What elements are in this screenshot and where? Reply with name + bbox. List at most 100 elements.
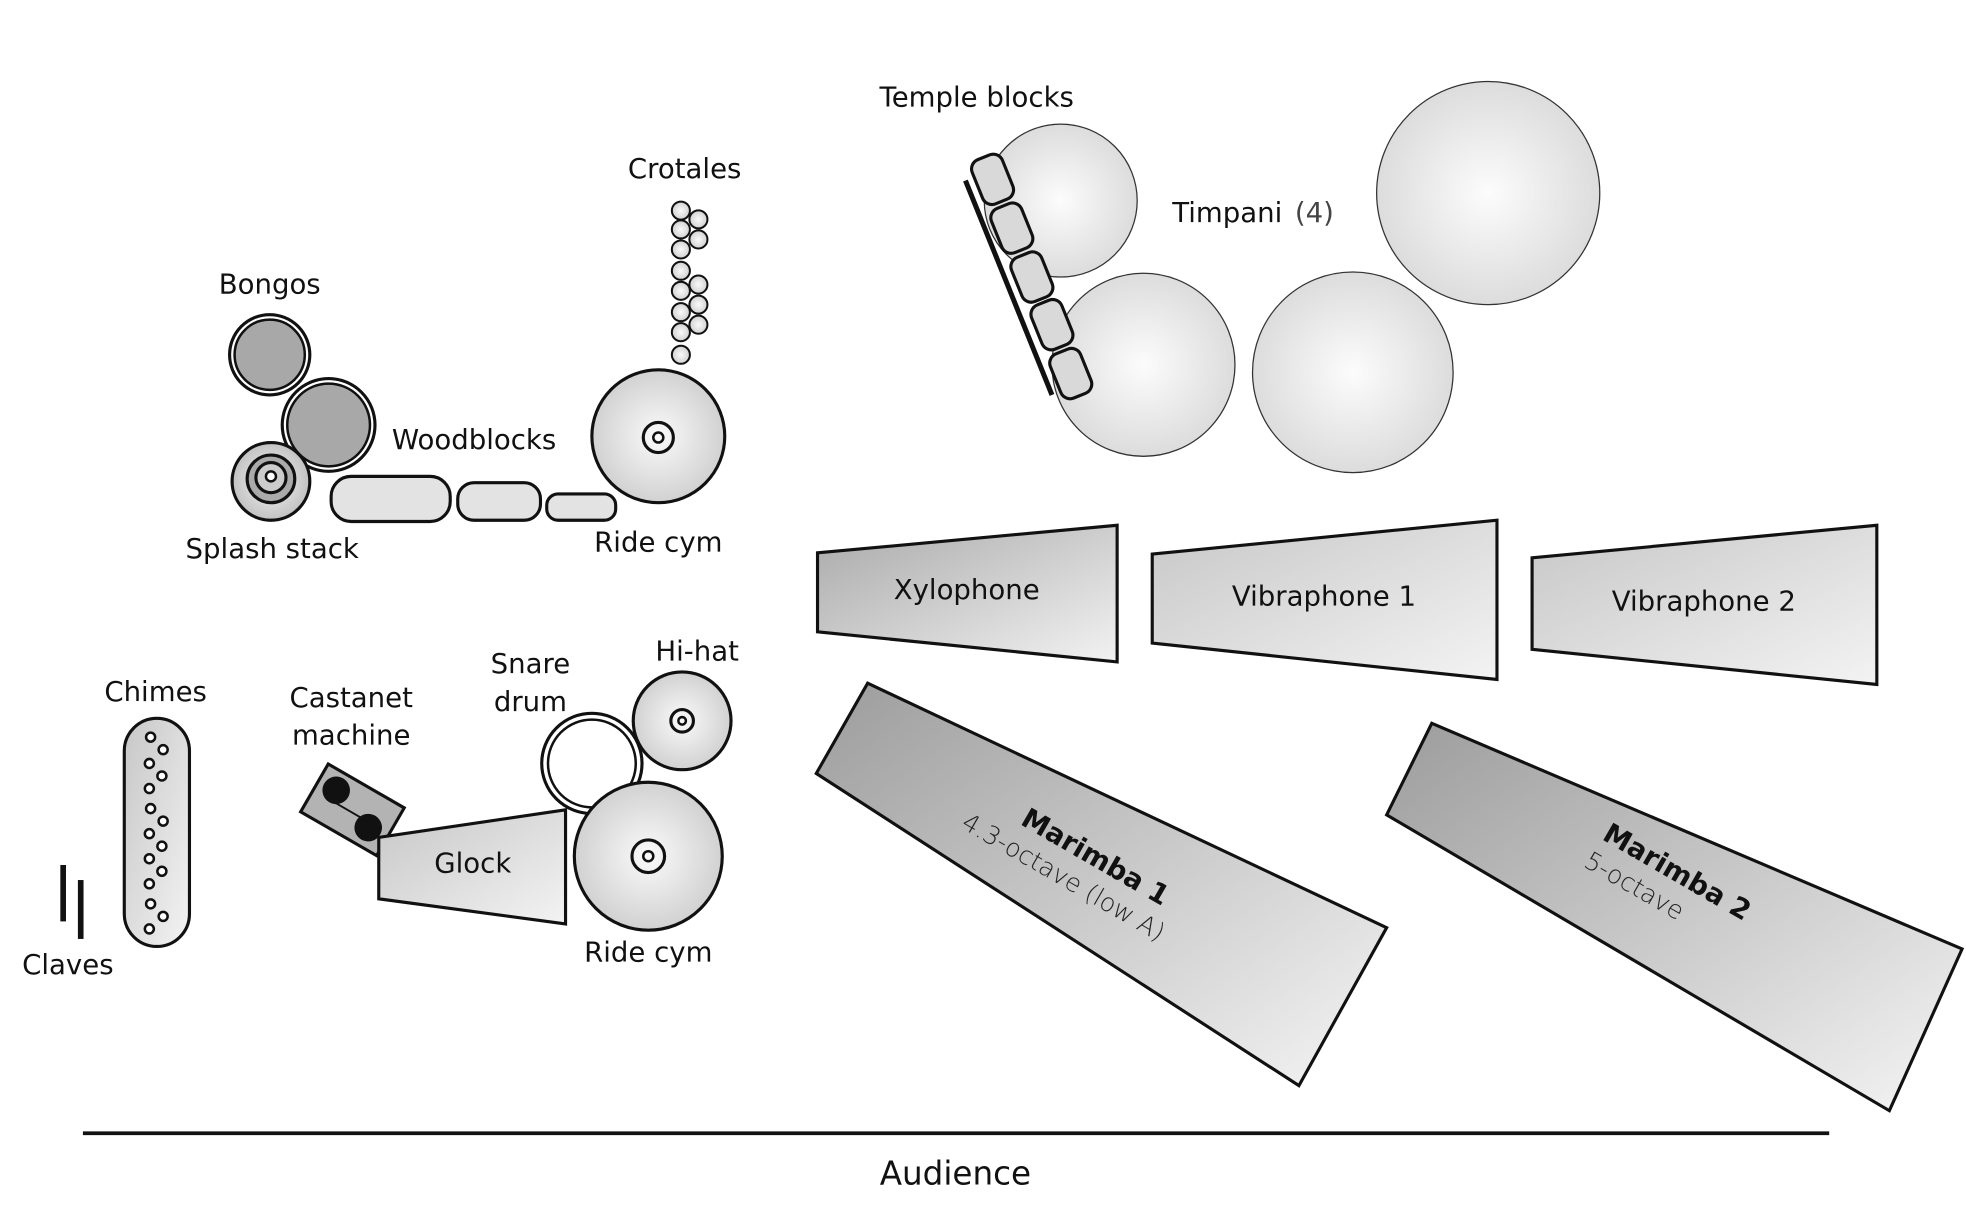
temple-block-2	[989, 201, 1035, 255]
timpano-3	[1251, 271, 1454, 474]
clave-2	[77, 880, 84, 939]
hi-hat-label: Hi-hat	[655, 635, 739, 668]
ride-cymbal-top-bell	[641, 420, 675, 455]
temple-blocks-label: Temple blocks	[879, 81, 1074, 114]
crotale	[670, 280, 691, 301]
crotale	[670, 219, 691, 240]
marimba-1-body	[814, 681, 1389, 1088]
vibraphone-2-label: Vibraphone 2	[1612, 585, 1796, 618]
chime-tube	[157, 815, 169, 827]
ride-cymbal-bottom-body	[572, 780, 724, 932]
crotale	[670, 260, 691, 281]
xylophone: Xylophone	[815, 523, 1119, 664]
chime-tube	[144, 731, 157, 743]
marimba-2-body	[1384, 721, 1965, 1113]
audience-label: Audience	[880, 1155, 1031, 1193]
crotale	[688, 294, 709, 315]
chime-tube	[156, 865, 168, 878]
chime-tube	[157, 743, 169, 756]
hi-hat-center	[677, 715, 688, 726]
chime-tube	[144, 898, 157, 910]
xylophone-body	[815, 523, 1119, 664]
temple-block-3	[1009, 250, 1055, 304]
ride-cymbal-bottom-bell	[630, 838, 667, 875]
castanet-machine	[298, 761, 407, 858]
bongos	[228, 313, 377, 473]
hi-hat	[631, 670, 733, 772]
splash-stack-label: Splash stack	[186, 532, 359, 565]
ride-cymbal-bottom	[572, 780, 724, 932]
woodblock-large	[329, 474, 452, 524]
crotale	[670, 239, 691, 260]
splash-center	[264, 470, 278, 483]
clave-1	[60, 864, 66, 922]
bongo-small-rim	[228, 313, 312, 397]
chime-tube	[156, 770, 168, 782]
ride-cymbal-bottom-label: Ride cym	[584, 936, 712, 969]
chimes-frame	[122, 716, 192, 949]
timpani-label: Timpani (4)	[1171, 196, 1334, 229]
vibraphone-1: Vibraphone 1	[1150, 518, 1499, 682]
splash-stack	[230, 440, 312, 522]
glock-body	[377, 808, 568, 926]
castanet-machine-label-line2: machine	[292, 719, 410, 752]
chime-tube	[157, 910, 169, 923]
snare-drum-label-line2: drum	[494, 685, 567, 718]
chimes	[122, 716, 192, 949]
crotale	[670, 302, 691, 323]
glock: Glock	[377, 808, 568, 926]
ride-cymbal-top	[590, 368, 727, 505]
chime-tubes	[143, 731, 169, 935]
timpani-name: Timpani	[1171, 196, 1282, 229]
glock-label: Glock	[434, 847, 511, 880]
chime-tube	[143, 782, 156, 795]
ride-cymbal-top-body	[590, 368, 727, 505]
vibraphone-2: Vibraphone 2	[1530, 523, 1879, 687]
hi-hat-bell	[669, 707, 695, 734]
crotale	[670, 200, 691, 221]
temple-blocks-stand	[963, 179, 1055, 396]
ride-cymbal-top-center	[652, 431, 665, 444]
castanet-2	[354, 813, 383, 842]
marimba-1: Marimba 1 4.3-octave (low A)	[814, 681, 1389, 1088]
ride-cymbal-bottom-center	[642, 849, 655, 863]
bongo-small	[233, 318, 307, 392]
vibraphone-1-label: Vibraphone 1	[1232, 579, 1416, 612]
crotale	[670, 322, 691, 343]
woodblock-small	[545, 492, 618, 522]
bongos-label: Bongos	[219, 267, 321, 300]
chime-tube	[143, 878, 156, 890]
vibraphone-1-body	[1150, 518, 1499, 682]
chime-tube	[143, 923, 156, 935]
crotales-label: Crotales	[628, 152, 742, 185]
marimba-2: Marimba 2 5-octave	[1384, 721, 1965, 1113]
temple-block-1	[969, 152, 1016, 207]
crotale	[670, 344, 691, 365]
bongo-large	[285, 382, 372, 468]
crotale	[688, 229, 709, 250]
castanet-machine-label-line1: Castanet	[289, 681, 413, 714]
temple-blocks	[963, 152, 1094, 401]
crotale	[688, 314, 709, 335]
crotales	[670, 200, 709, 365]
xylophone-label: Xylophone	[894, 573, 1040, 606]
ride-cymbal-top-label: Ride cym	[594, 526, 722, 559]
castanet-bar	[330, 799, 372, 825]
crotale	[688, 209, 709, 230]
chimes-label: Chimes	[104, 675, 207, 708]
chime-tube	[144, 802, 157, 815]
castanet-1	[322, 776, 350, 805]
hi-hat-body	[631, 670, 733, 772]
woodblocks	[329, 474, 618, 524]
chime-tube	[143, 852, 156, 865]
timpani	[983, 80, 1601, 474]
crotale	[688, 274, 709, 295]
temple-block-5	[1048, 346, 1094, 401]
woodblock-medium	[456, 481, 543, 522]
snare-drum-label-line1: Snare	[491, 647, 571, 680]
timpani-count: (4)	[1295, 196, 1334, 229]
bongo-large-rim	[280, 377, 377, 473]
temple-block-4	[1029, 297, 1075, 352]
woodblocks-label: Woodblocks	[392, 423, 556, 456]
